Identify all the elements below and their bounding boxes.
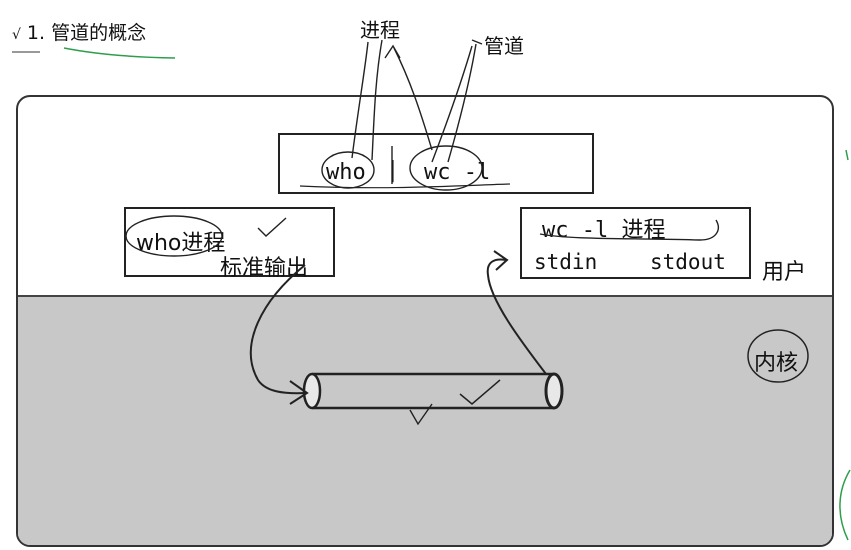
heading-underline <box>63 47 176 59</box>
system-frame <box>16 95 834 547</box>
pipe-tube-shape <box>302 372 564 410</box>
check-pipe-tube <box>459 379 501 405</box>
green-mark-bottom <box>839 469 851 541</box>
process-annotation: 进程 <box>360 18 400 42</box>
circle-who-process <box>125 215 223 257</box>
stdin-label: stdin <box>534 250 598 274</box>
command-who: who <box>326 160 366 185</box>
arrow-who-to-pipe <box>249 264 309 405</box>
circle-wc-command <box>409 145 483 191</box>
circle-kernel <box>747 329 809 383</box>
kernel-space-label: 内核 <box>754 351 799 376</box>
check-mark: √ <box>12 27 21 43</box>
circle-who-command <box>321 151 375 189</box>
command-underline <box>299 183 511 189</box>
check-who-process <box>257 217 287 237</box>
heading-text: 1. 管道的概念 <box>26 22 147 44</box>
annotation-lines <box>351 39 483 163</box>
who-process-box <box>124 207 335 277</box>
check-pipe-under <box>409 403 433 426</box>
pipe-annotation: 管道 <box>484 34 524 58</box>
who-process-label: who进程 <box>136 231 226 256</box>
circle-wc-process <box>539 219 719 241</box>
kernel-space <box>18 295 832 545</box>
command-wc: wc -l <box>424 160 491 185</box>
wc-process-box <box>520 207 751 279</box>
stdout-label: 标准输出 <box>220 256 309 281</box>
section-heading: √ 1. 管道的概念 <box>12 18 146 45</box>
green-mark-top <box>845 149 849 161</box>
stdout-wc-label: stdout <box>650 250 726 274</box>
arrow-pipe-to-wc <box>486 250 547 375</box>
user-space-label: 用户 <box>762 260 807 285</box>
